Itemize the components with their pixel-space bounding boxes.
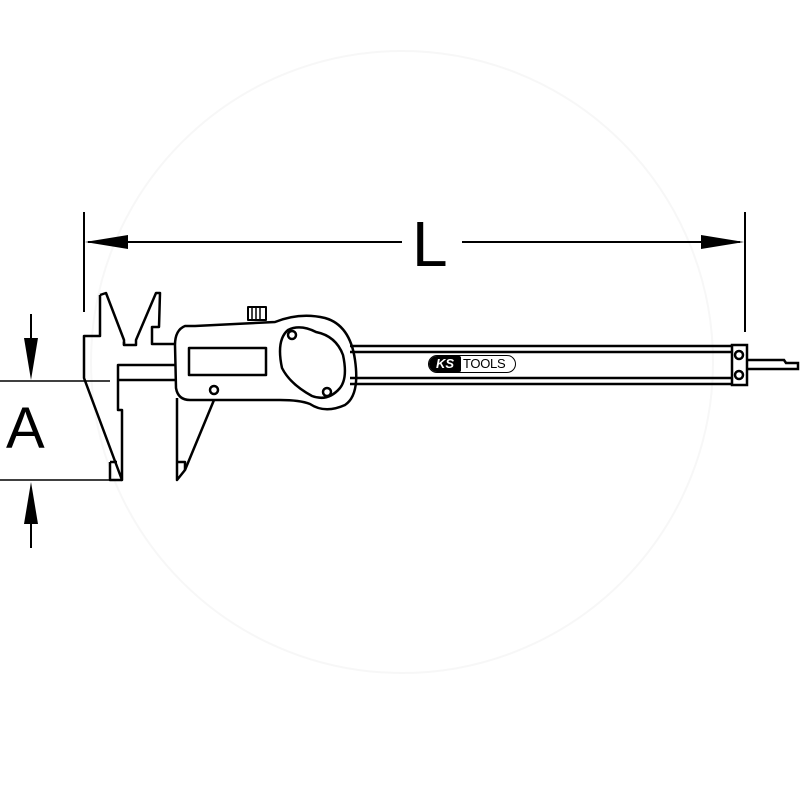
brand-logo-suffix: TOOLS [463,356,506,371]
brand-logo: KS TOOLS [428,355,518,375]
brand-logo-outline [428,355,516,373]
dimension-L [83,212,746,332]
dimension-label-A: A [6,396,45,461]
dimension-label-L: L [412,208,448,280]
dimension-A [0,314,122,548]
brand-logo-prefix: KS [429,356,461,372]
slider-body [173,306,358,482]
watermark-circle [90,50,714,674]
fixed-jaw [82,291,176,482]
caliper-beam [350,343,800,387]
